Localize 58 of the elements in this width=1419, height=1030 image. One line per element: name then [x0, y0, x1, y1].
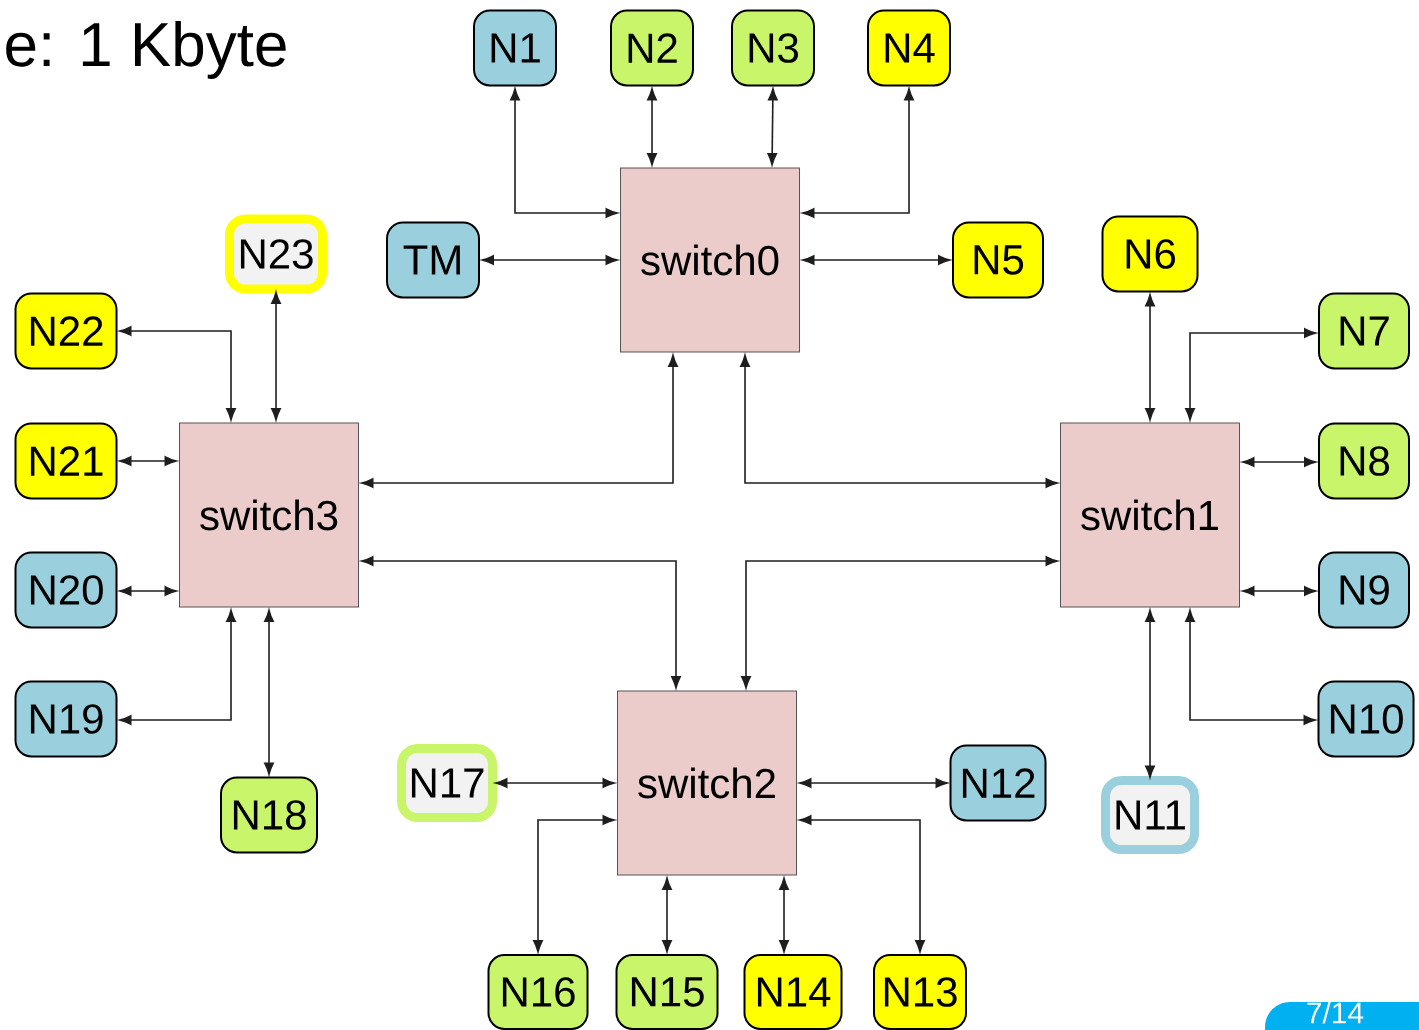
node-box: N18 [220, 776, 318, 854]
node-box: N6 [1101, 215, 1199, 293]
node-box: N22 [14, 292, 118, 370]
arrow [361, 354, 678, 488]
node-box: N7 [1318, 292, 1410, 370]
page-number-tab: 7/14 [1265, 1001, 1419, 1030]
node-box: N23 [225, 214, 327, 294]
node-box: N13 [873, 954, 967, 1030]
arrow [1185, 609, 1316, 725]
switch-box: switch3 [179, 422, 359, 608]
node-box: N1 [473, 9, 557, 87]
arrow [799, 778, 948, 788]
arrow [264, 609, 274, 775]
arrow [647, 88, 657, 166]
arrow [533, 815, 615, 953]
node-box: N21 [14, 422, 118, 500]
arrow [1242, 457, 1317, 467]
node-box: N5 [952, 221, 1044, 299]
arrow [510, 88, 618, 218]
arrow [361, 556, 681, 689]
arrow [802, 255, 951, 265]
node-box: N19 [14, 680, 118, 758]
arrow [119, 609, 236, 725]
switch-box: switch2 [617, 690, 797, 876]
node-box: N3 [731, 9, 815, 87]
node-box: N16 [487, 954, 589, 1030]
node-box: N12 [949, 744, 1047, 822]
arrow [662, 877, 672, 953]
arrow [1185, 328, 1317, 421]
arrow [779, 877, 789, 953]
arrow [767, 88, 778, 166]
arrow [119, 326, 236, 421]
arrow [495, 778, 615, 788]
arrow [271, 291, 281, 421]
node-box: N17 [397, 744, 497, 822]
node-box: N2 [610, 9, 694, 87]
arrow [1145, 609, 1155, 778]
switch-box: switch1 [1060, 422, 1240, 608]
arrow [481, 255, 618, 265]
node-box: TM [386, 221, 480, 299]
node-box: N15 [615, 954, 719, 1030]
node-box: N11 [1101, 776, 1199, 854]
arrow [1242, 586, 1317, 596]
node-box: N4 [867, 9, 951, 87]
node-box: N10 [1317, 680, 1415, 758]
node-box: N20 [14, 551, 118, 629]
node-box: N14 [743, 954, 843, 1030]
arrow [1145, 294, 1155, 421]
node-box: N9 [1318, 551, 1410, 629]
arrow [740, 354, 1058, 488]
heading: e: 1 Kbyte [6, 21, 286, 79]
switch-box: switch0 [620, 167, 800, 353]
arrow [802, 88, 914, 218]
arrow [741, 556, 1058, 689]
arrow [119, 456, 177, 466]
arrow [799, 815, 925, 953]
node-box: N8 [1318, 422, 1410, 500]
arrow [119, 586, 177, 596]
